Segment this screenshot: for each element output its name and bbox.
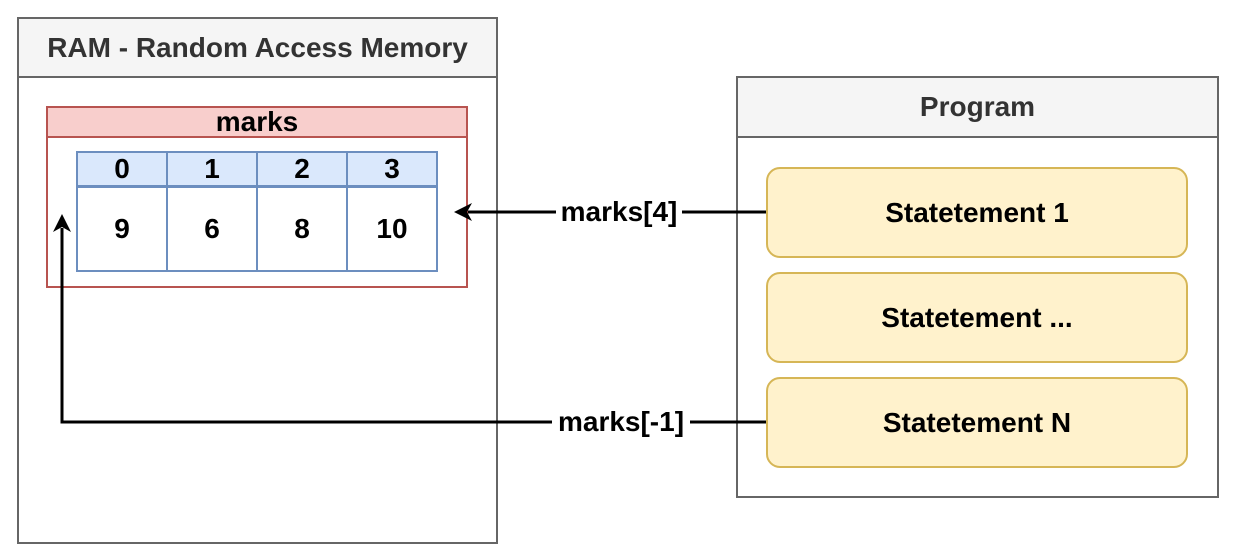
array-value-3: 10 — [346, 186, 438, 272]
array-index-1: 1 — [166, 151, 258, 187]
array-value-0: 9 — [76, 186, 168, 272]
statement-1: Statetement 1 — [766, 167, 1188, 258]
array-value-2: 8 — [256, 186, 348, 272]
array-value-1: 6 — [166, 186, 258, 272]
arrow-head-marks-neg1 — [53, 214, 71, 232]
program-title: Program — [736, 76, 1219, 138]
edge-label-marks-neg1: marks[-1] — [552, 405, 690, 439]
array-index-0: 0 — [76, 151, 168, 187]
arrow-head-marks-4 — [454, 203, 472, 221]
arrow-marks-neg1 — [60, 228, 766, 424]
statement-2: Statetement ... — [766, 272, 1188, 363]
statement-3: Statetement N — [766, 377, 1188, 468]
edge-label-marks-4: marks[4] — [556, 195, 682, 229]
ram-title: RAM - Random Access Memory — [17, 17, 498, 78]
marks-array-title: marks — [46, 106, 468, 138]
